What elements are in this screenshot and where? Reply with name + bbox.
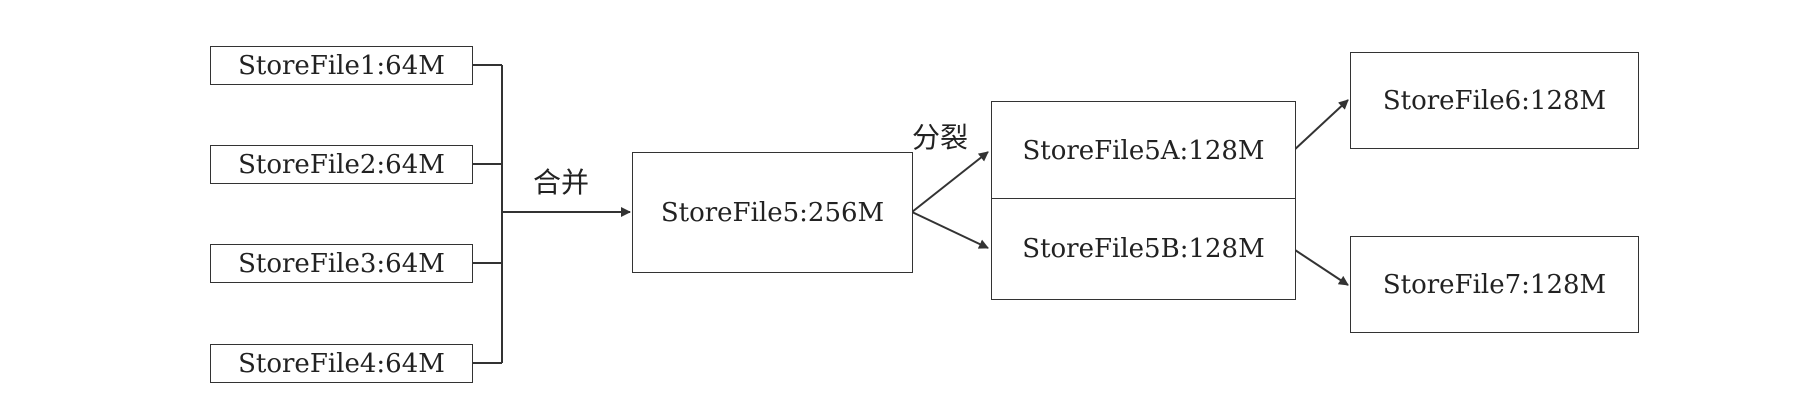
storefile4-box: StoreFile4:64M <box>210 344 473 383</box>
split-arrow-b <box>911 211 989 249</box>
storefile7-label: StoreFile7:128M <box>1382 269 1607 300</box>
split-arrow-a <box>911 151 989 213</box>
storefile5-box: StoreFile5:256M <box>632 152 913 273</box>
storefile1-box: StoreFile1:64M <box>210 46 473 85</box>
storefile6-box: StoreFile6:128M <box>1350 52 1639 149</box>
storefile6-label: StoreFile6:128M <box>1382 85 1607 116</box>
storefile5a-label: StoreFile5A:128M <box>1022 135 1265 166</box>
result-arrow-7 <box>1291 247 1349 286</box>
merge-label: 合并 <box>533 166 590 199</box>
storefile3-label: StoreFile3:64M <box>238 248 445 279</box>
result-arrow-6 <box>1291 99 1349 153</box>
storefile2-box: StoreFile2:64M <box>210 145 473 184</box>
storefile1-label: StoreFile1:64M <box>238 50 445 81</box>
storefile5b-label: StoreFile5B:128M <box>1022 234 1265 264</box>
storefile7-box: StoreFile7:128M <box>1350 236 1639 333</box>
storefile5b-box: StoreFile5B:128M <box>991 198 1296 300</box>
storefile2-label: StoreFile2:64M <box>238 149 445 180</box>
storefile3-box: StoreFile3:64M <box>210 244 473 283</box>
storefile4-label: StoreFile4:64M <box>238 348 445 379</box>
storefile5a-box: StoreFile5A:128M <box>991 101 1296 200</box>
storefile5-label: StoreFile5:256M <box>660 197 885 228</box>
split-label: 分裂 <box>912 121 969 154</box>
